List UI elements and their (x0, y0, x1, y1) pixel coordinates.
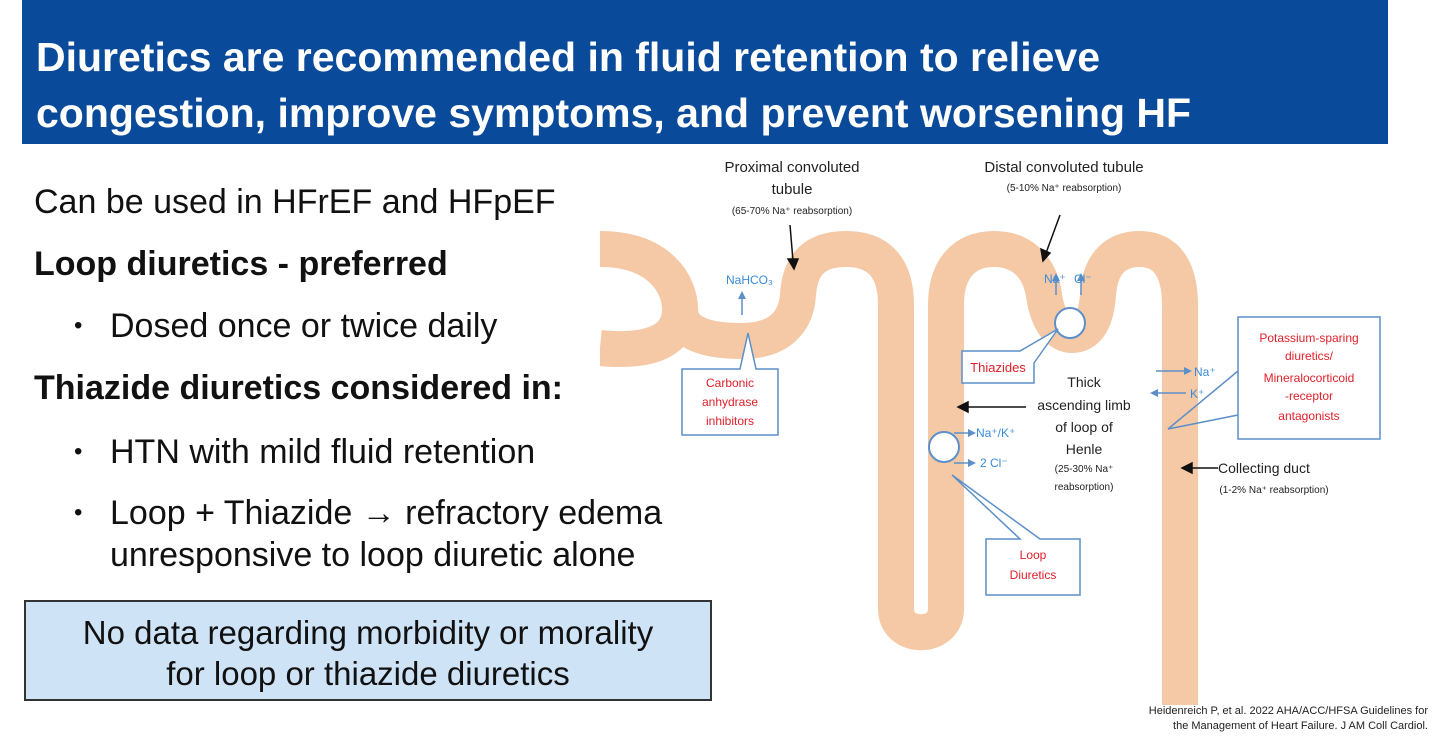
ksd-callout (1237, 316, 1381, 440)
loop-cl-ion: 2 Cl⁻ (980, 456, 1008, 470)
nephron-tubule (600, 231, 1198, 705)
thiazides-label: Thiazides (970, 360, 1026, 375)
pct-reabsorption: (65-70% Na⁺ reabsorption) (732, 206, 852, 217)
thiazides-callout (961, 350, 1035, 384)
loop-heading: Loop diuretics - preferred (34, 245, 448, 283)
citation: Heidenreich P, et al. 2022 AHA/ACC/HFSA … (1008, 704, 1428, 734)
label-arrows (786, 214, 1218, 475)
ksd-label-line-3: Mineralocorticoid (1264, 371, 1355, 385)
thiazide-heading: Thiazide diuretics considered in: (34, 369, 563, 407)
pct-label-line-1: Proximal convoluted (724, 159, 859, 176)
cai-label-line-1: Carbonic (706, 376, 754, 390)
thiazide-bullet-1: HTN with mild fluid retention (110, 433, 536, 471)
tal-label-line-1: Thick (1067, 374, 1101, 390)
cai-label-line-2: anhydrase (702, 395, 758, 409)
tal-label-line-4: Henle (1066, 441, 1103, 457)
note-line-1: No data regarding morbidity or morality (82, 614, 654, 651)
callout-boxes (681, 316, 1381, 596)
bullet-icon: • (74, 499, 83, 526)
dct-na-ion: Na⁺ (1044, 272, 1066, 286)
tal-label-line-2: ascending limb (1037, 397, 1131, 413)
bullet-icon: • (74, 312, 83, 339)
slide-title-line-2: congestion, improve symptoms, and preven… (36, 90, 1192, 136)
nephron-diagram: Proximal convoluted tubule (65-70% Na⁺ r… (600, 159, 1381, 705)
loop-transporter-icon (928, 431, 960, 463)
thiazide-bullet-2-line-2: unresponsive to loop diuretic alone (110, 536, 636, 574)
dct-reabsorption: (5-10% Na⁺ reabsorption) (1007, 183, 1122, 194)
usage-text: Can be used in HFrEF and HFpEF (34, 183, 556, 221)
loop-diuretics-label-line-2: Diuretics (1010, 568, 1057, 582)
pct-label-line-2: tubule (772, 181, 813, 198)
note-box: No data regarding morbidity or morality … (24, 600, 712, 701)
slide-title-line-1: Diuretics are recommended in fluid reten… (36, 34, 1100, 80)
bullet-icon: • (74, 438, 83, 465)
loop-diuretics-callout (951, 474, 1081, 596)
ksd-label-line-5: antagonists (1278, 409, 1339, 423)
citation-line-2: the Management of Heart Failure. J AM Co… (1173, 720, 1428, 732)
dct-label: Distal convoluted tubule (984, 159, 1143, 176)
cd-na-ion: Na⁺ (1194, 365, 1216, 379)
thiazide-bullet-2-line-1: Loop + Thiazide → refractory edema (110, 494, 663, 532)
loop-diuretics-label-line-1: Loop (1020, 548, 1047, 562)
cd-k-ion: K⁺ (1190, 387, 1204, 401)
ion-arrowheads (738, 273, 1192, 467)
ion-arrows (741, 279, 1239, 464)
cai-label-line-3: inhibitors (706, 414, 754, 428)
cd-reabsorption: (1-2% Na⁺ reabsorption) (1219, 485, 1328, 496)
loop-bullet: Dosed once or twice daily (110, 307, 498, 345)
note-line-2: for loop or thiazide diuretics (166, 655, 570, 692)
nahco3-ion: NaHCO₃ (726, 273, 773, 287)
cd-label: Collecting duct (1218, 460, 1310, 476)
cai-callout (681, 332, 779, 436)
ksd-label-line-1: Potassium-sparing (1259, 331, 1358, 345)
ksd-label-line-2: diuretics/ (1285, 349, 1334, 363)
thiazides-callout-tail (1019, 328, 1059, 364)
ksd-label-line-4: -receptor (1285, 389, 1333, 403)
dct-cl-ion: Cl⁻ (1074, 272, 1092, 286)
citation-line-1: Heidenreich P, et al. 2022 AHA/ACC/HFSA … (1148, 705, 1428, 717)
tal-label-line-3: of loop of (1055, 419, 1113, 435)
tal-reabsorption-line-1: (25-30% Na⁺ (1055, 464, 1114, 475)
dct-transporter-icon (1054, 307, 1086, 339)
tal-reabsorption-line-2: reabsorption) (1055, 482, 1114, 493)
title-banner (22, 0, 1388, 144)
loop-nak-ion: Na⁺/K⁺ (976, 426, 1015, 440)
